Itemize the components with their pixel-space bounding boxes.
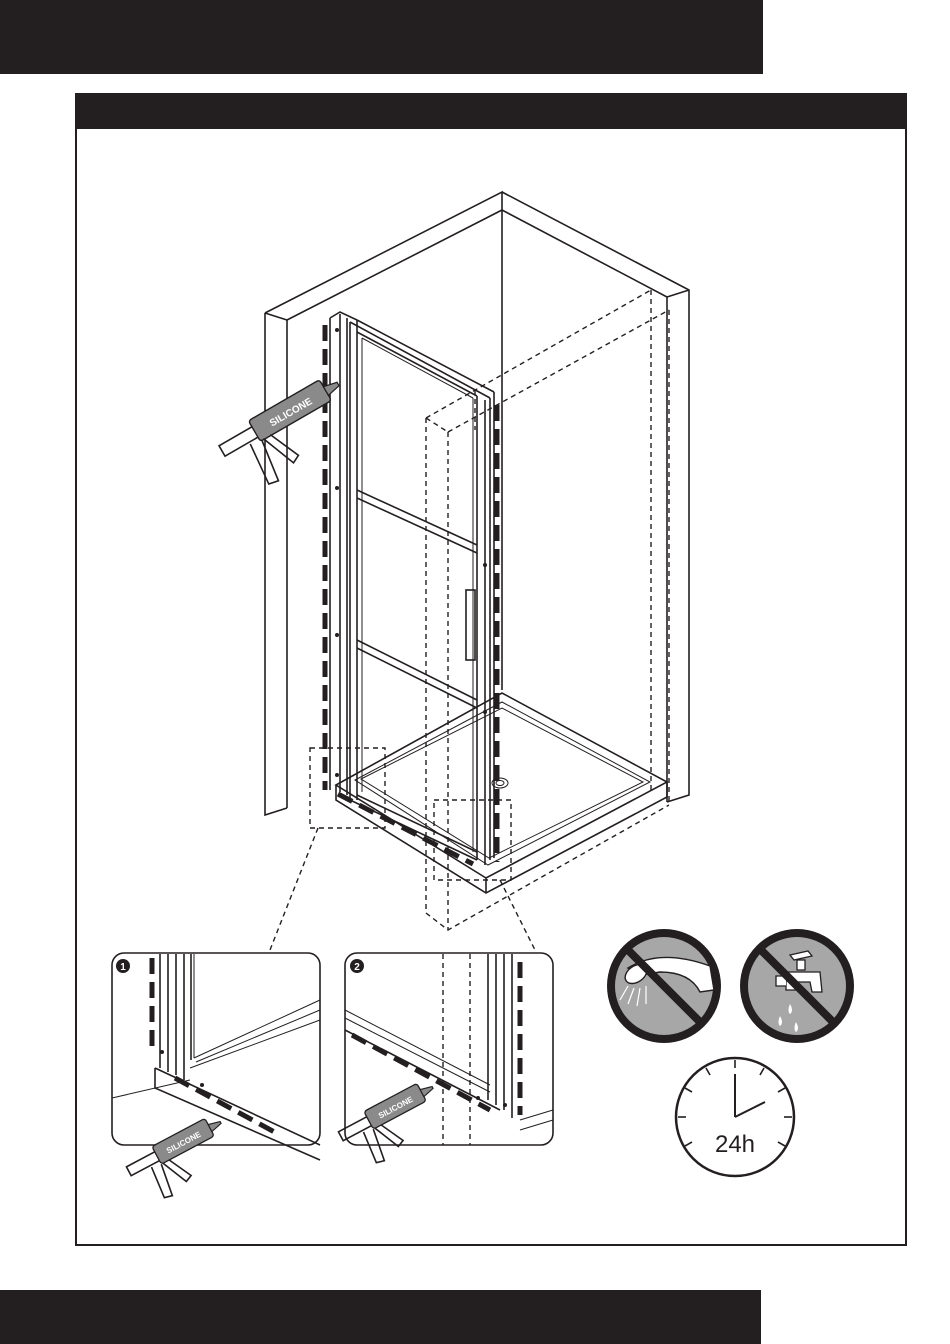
- clock-icon: 24h: [676, 1058, 794, 1176]
- cure-time-label: 24h: [715, 1131, 755, 1158]
- detail-view-2: 2 SILICONE: [336, 953, 553, 1173]
- bottom-footer-bar: [0, 1290, 761, 1344]
- no-shower-icon: [607, 929, 721, 1043]
- caulk-gun-icon: SILICONE: [216, 373, 366, 498]
- detail-view-1: 1 SILICONE: [112, 953, 320, 1208]
- no-tap-icon: [740, 929, 854, 1043]
- step-2-number: 2: [354, 962, 360, 973]
- step-1-number: 1: [120, 962, 126, 973]
- shower-door: [330, 312, 494, 865]
